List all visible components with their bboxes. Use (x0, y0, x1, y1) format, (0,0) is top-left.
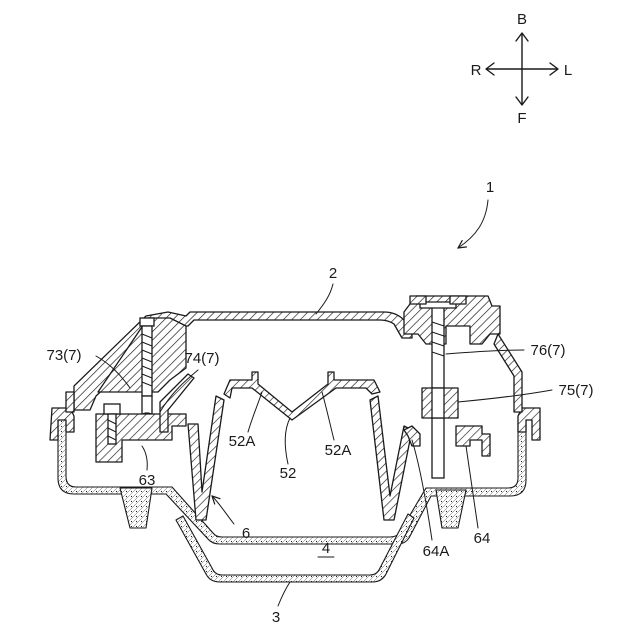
ref-label-2: 2 (329, 265, 337, 282)
ref-label-76: 76(7) (530, 342, 565, 359)
lens-52 (224, 372, 380, 420)
ref-label-3: 3 (272, 609, 280, 626)
lower-housing-bowl (176, 514, 414, 582)
lower-housing-foot-left (120, 488, 152, 528)
assembly-pointer: 1 (458, 179, 494, 248)
screw-73-head (140, 318, 154, 326)
ref-label-73: 73(7) (46, 347, 81, 364)
compass-right-label: R (471, 62, 482, 79)
ref-leader-52A-left (248, 392, 262, 432)
bracket-64 (456, 426, 490, 456)
ref-leader-3 (278, 582, 290, 606)
compass-front-label: F (517, 110, 526, 127)
ref-arrow-6 (212, 496, 234, 524)
compass-back-label: B (517, 11, 527, 28)
ref-leader-52 (285, 418, 290, 464)
reflector-left-wall (188, 396, 224, 520)
upper-cover-right-wall (494, 334, 522, 412)
ref-label-63: 63 (139, 472, 156, 489)
ref-label-75: 75(7) (558, 382, 593, 399)
ref-leader-75 (458, 390, 552, 402)
ref-label-52A-right: 52A (325, 442, 352, 459)
upper-cover-left-wall (66, 392, 74, 412)
stud-74-shank (142, 396, 152, 414)
direction-compass: B F R L (471, 11, 573, 127)
ref-label-64: 64 (474, 530, 491, 547)
ref-label-52: 52 (280, 465, 297, 482)
ref-label-4: 4 (322, 540, 330, 557)
ref-leader-64 (466, 446, 478, 528)
ref-leader-52A-right (322, 392, 334, 440)
compass-left-label: L (564, 62, 572, 79)
ref-leader-76 (446, 350, 524, 354)
bracket-63-nut (104, 404, 120, 414)
ref-label-6: 6 (242, 525, 250, 542)
ref-label-74: 74(7) (184, 350, 219, 367)
inner-reflector-6 (188, 372, 412, 520)
ref-leader-2 (316, 284, 333, 314)
ref-leader-63 (142, 446, 147, 470)
ref-label-1: 1 (486, 179, 494, 196)
ref-label-64A: 64A (423, 543, 450, 560)
nut-75-bore (432, 388, 444, 418)
lower-housing-foot-right (436, 490, 466, 528)
ref-arrow-1 (458, 200, 488, 248)
ref-label-52A-left: 52A (229, 433, 256, 450)
reflector-right-wall (370, 396, 412, 520)
